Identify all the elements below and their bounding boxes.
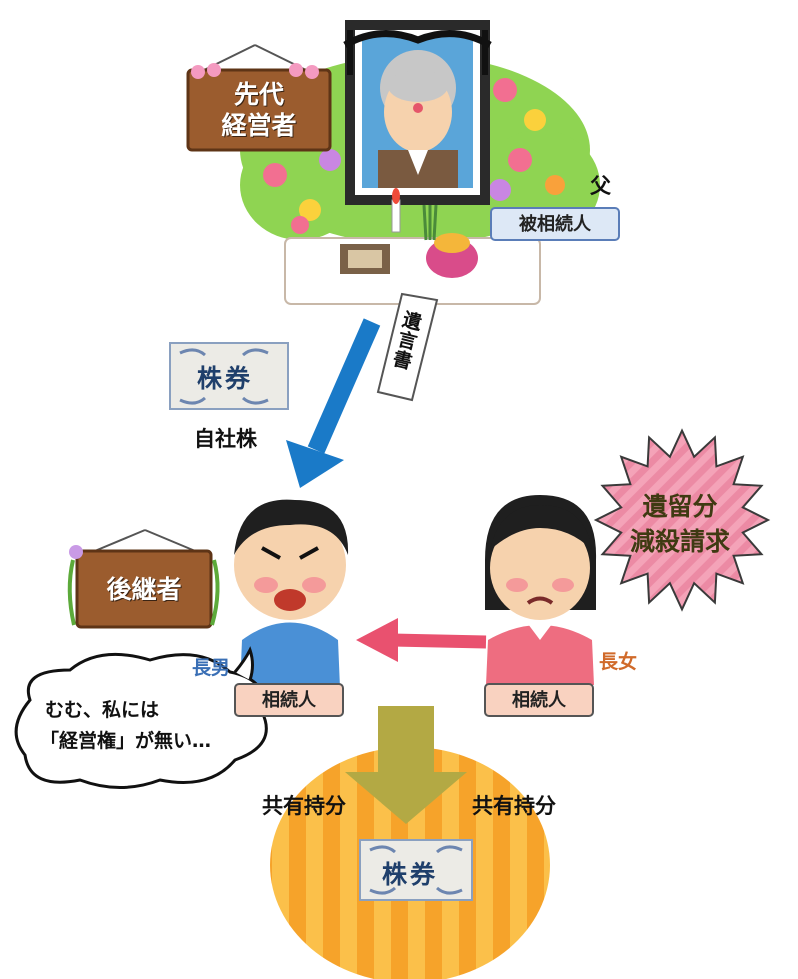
speech-bubble — [14, 646, 268, 789]
predecessor-sign — [186, 44, 332, 152]
claim-starburst — [593, 428, 771, 612]
father-relation-label: 父 — [590, 174, 611, 198]
blue-arrow — [286, 318, 381, 488]
shared-stock-certificate-label: 株券 — [382, 860, 439, 889]
predecessor-sign-line2: 経営者 — [221, 111, 297, 140]
shared-share-right-label: 共有持分 — [472, 794, 556, 818]
shared-share-left-label: 共有持分 — [262, 794, 346, 818]
successor-sign — [67, 529, 220, 629]
son-heir-role-box: 相続人 — [234, 683, 344, 717]
will-document — [376, 292, 439, 402]
bubble-line1: むむ、私には — [45, 699, 160, 721]
portrait-frame — [343, 20, 492, 205]
decedent-role-box: 被相続人 — [490, 207, 620, 241]
bubble-line2: 「経営権」が無い… — [40, 730, 212, 752]
funeral-altar — [240, 20, 600, 305]
stock-certificate-label: 株券 — [197, 364, 254, 393]
daughter-heir-role-box: 相続人 — [484, 683, 594, 717]
own-company-stock-caption: 自社株 — [194, 427, 257, 451]
eldest-son-figure — [234, 499, 349, 688]
burst-line1: 遺留分 — [642, 492, 718, 521]
eldest-daughter-relation-label: 長女 — [599, 651, 638, 673]
successor-sign-label: 後継者 — [106, 575, 182, 604]
eldest-son-relation-label: 長男 — [192, 657, 231, 679]
burst-line2: 減殺請求 — [629, 527, 730, 556]
predecessor-sign-line1: 先代 — [233, 80, 284, 109]
pink-arrow — [356, 618, 487, 662]
stock-certificate — [169, 342, 289, 410]
eldest-daughter-figure — [485, 495, 597, 685]
shared-ownership-pumpkin — [270, 706, 550, 979]
